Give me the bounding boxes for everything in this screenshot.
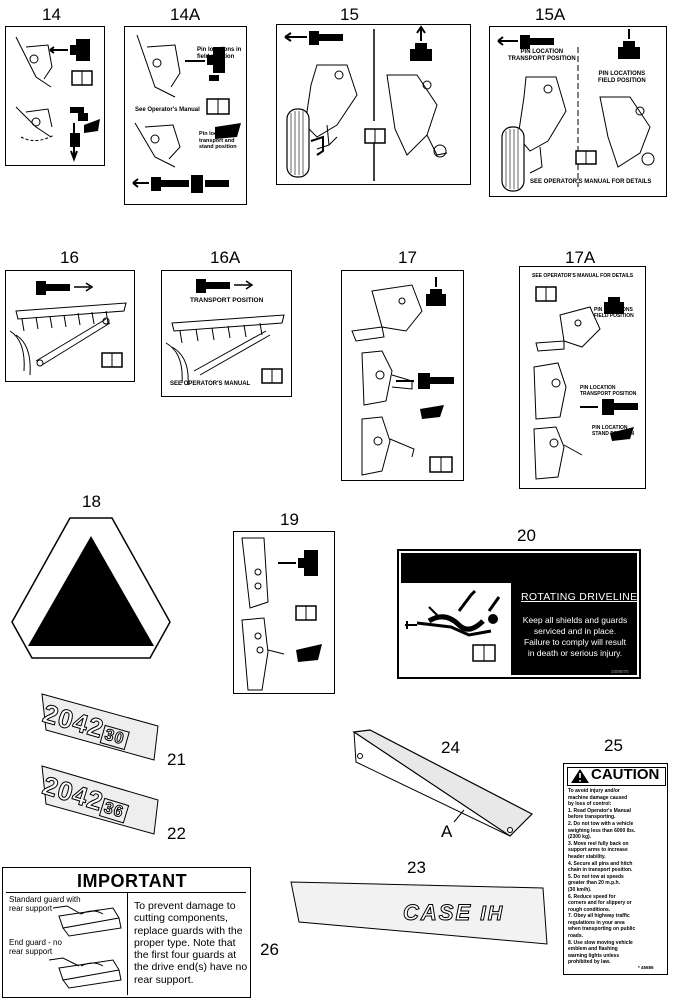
decal-15: [276, 24, 471, 185]
decal-20: ROTATING DRIVELINE Keep all shields and …: [397, 549, 641, 679]
decal-14: [5, 26, 105, 166]
brand-mark: IH: [480, 903, 505, 926]
decal-22-strip: [41, 765, 159, 835]
important-title: IMPORTANT: [77, 871, 188, 891]
brand-text: CASE: [402, 900, 473, 926]
label-15a: 15A: [535, 5, 566, 24]
label-17: 17: [398, 248, 417, 267]
decal-15a-drawing: [497, 29, 655, 192]
label-18: 18: [82, 492, 101, 511]
label-25: 25: [604, 736, 623, 755]
decal-19-drawing: [241, 537, 322, 691]
label-26: 26: [260, 940, 279, 959]
decal-17a-drawing: [533, 286, 638, 480]
size-text: 30: [99, 724, 130, 751]
label-16a: 16A: [210, 248, 241, 267]
see-manual-label: SEE OPERATOR'S MANUAL FOR DETAILS: [532, 273, 634, 279]
decal-26: IMPORTANT Standard guard with rear suppo…: [2, 867, 251, 998]
label-22: 22: [167, 824, 186, 843]
pin-transport-label: PIN LOCATION TRANSPORT POSITION: [508, 49, 576, 62]
smv-emblem: [11, 517, 171, 659]
warning-text-panel: [511, 553, 637, 675]
decal-15a: PIN LOCATION TRANSPORT POSITION PIN LOCA…: [489, 26, 667, 197]
decal-23-strip: [290, 881, 548, 945]
decal-16a: TRANSPORT POSITION SEE OPERATOR'S MANUAL: [161, 270, 292, 397]
pin-transport-label: Pin location in transport and stand posi…: [199, 131, 237, 150]
case-logo: CASE IH: [402, 900, 505, 926]
label-24: 24: [441, 738, 460, 757]
decal-25: CAUTION To avoid injury and/or machine d…: [563, 763, 668, 975]
standard-guard-label: Standard guard with rear support: [9, 895, 81, 913]
label-15: 15: [340, 5, 359, 24]
pin-field-label: PIN LOCATIONS FIELD POSITION: [598, 71, 646, 84]
guard-illustrations: [48, 905, 122, 989]
decal-23: CASE IH: [285, 876, 550, 948]
decal-14a: Pin locations in field position See Oper…: [124, 26, 247, 205]
warning-title: ROTATING DRIVELINE: [521, 591, 638, 603]
decal-14-drawing: [15, 36, 100, 162]
label-23: 23: [407, 858, 426, 877]
decal-14a-drawing: [132, 34, 241, 193]
label-20: 20: [517, 526, 536, 545]
pin-field-label: PIN LOCATIONS FIELD POSITION: [594, 307, 634, 319]
decal-21-strip: [41, 693, 159, 761]
decal-21: 204230: [39, 688, 160, 762]
pin-field-label: Pin locations in field position: [197, 47, 242, 60]
column-divider: [127, 892, 128, 995]
label-21: 21: [167, 750, 186, 769]
title-divider: [6, 892, 246, 893]
pin-transport-label: PIN LOCATION TRANSPORT POSITION: [580, 385, 637, 397]
decal-17: [341, 270, 464, 481]
decal-19: [233, 531, 335, 694]
shield-part-24: [352, 729, 534, 837]
warning-code: 1008070: [611, 669, 629, 674]
see-manual-label: SEE OPERATOR'S MANUAL FOR DETAILS: [530, 179, 652, 185]
decal-17a: SEE OPERATOR'S MANUAL FOR DETAILS PIN LO…: [519, 266, 646, 489]
label-14: 14: [42, 5, 61, 24]
caution-text: To avoid injury and/or machine damage ca…: [568, 788, 636, 966]
caution-banner: [567, 767, 666, 786]
pin-stand-label: PIN LOCATION STAND POSITION: [592, 425, 635, 437]
end-guard-label: End guard - no rear support: [9, 938, 62, 956]
see-manual-label: See Operator's Manual: [135, 107, 200, 113]
label-19: 19: [280, 510, 299, 529]
important-text: To prevent damage to cutting components,…: [134, 900, 248, 986]
label-14a: 14A: [170, 5, 201, 24]
caution-heading: CAUTION: [591, 766, 660, 783]
warning-triangle-icon: [571, 769, 589, 783]
decal-22: 204236: [39, 760, 160, 836]
entanglement-pictogram: [405, 589, 501, 662]
caution-code: * 45686: [638, 965, 654, 970]
warning-text: Keep all shields and guards serviced and…: [522, 615, 628, 658]
label-a: A: [441, 822, 453, 841]
size-text: 36: [98, 797, 129, 824]
decal-15-drawing: [284, 25, 448, 181]
see-manual-label: SEE OPERATOR'S MANUAL: [170, 381, 251, 387]
decal-17-drawing: [351, 277, 454, 476]
label-17a: 17A: [565, 248, 596, 267]
decal-16: [5, 270, 135, 382]
transport-label: TRANSPORT POSITION: [190, 297, 264, 304]
decal-16-drawing: [9, 281, 127, 376]
label-16: 16: [60, 248, 79, 267]
decal-16a-drawing: [165, 279, 285, 386]
